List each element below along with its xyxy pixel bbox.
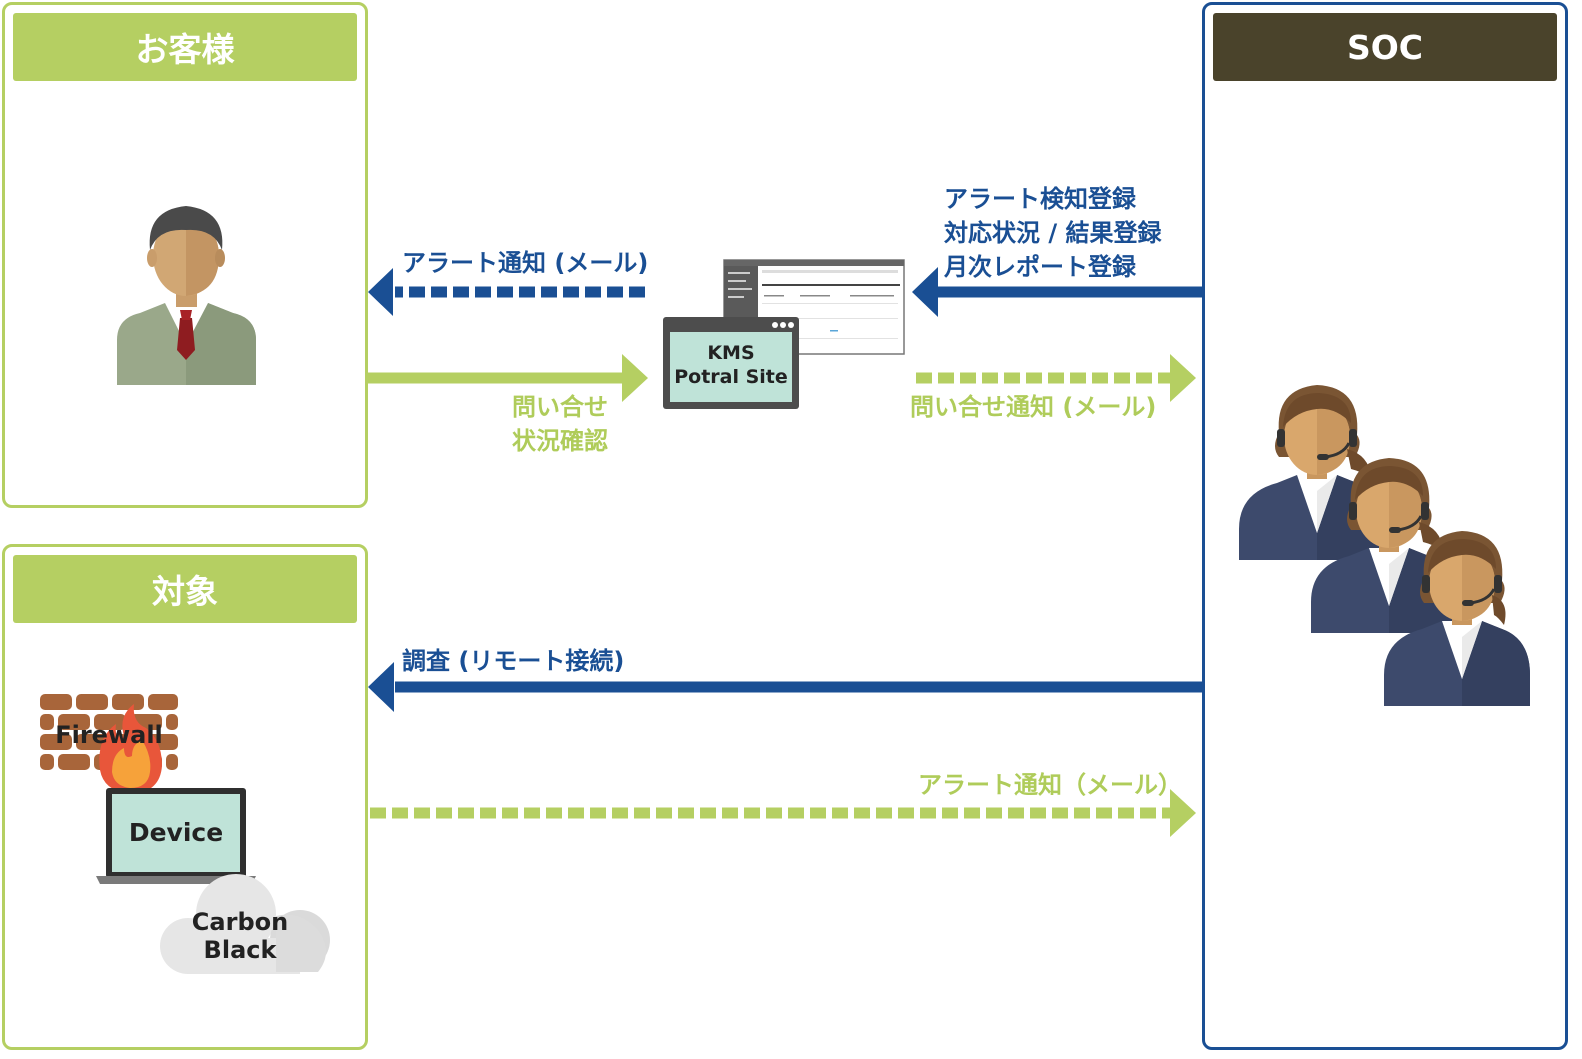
inquiry-label: 問い合せ 状況確認 xyxy=(496,390,624,458)
cloud-label-line1: Carbon xyxy=(191,908,289,936)
inquiry-arrow xyxy=(368,354,648,402)
soc-register-arrow xyxy=(912,267,1202,317)
soc-register-label-line3: 月次レポート登録 xyxy=(944,253,1136,281)
target-panel-title: 対象 xyxy=(13,555,357,623)
alert-notify-arrow xyxy=(368,268,645,316)
portal-monitor xyxy=(663,317,799,409)
customer-panel: お客様 xyxy=(2,2,368,508)
cloud-label: Carbon Black xyxy=(176,908,304,964)
alert-notify-label: アラート通知 (メール) xyxy=(402,249,649,277)
customer-person-icon xyxy=(117,206,256,385)
cloud-icon xyxy=(160,874,330,974)
soc-register-label-line1: アラート検知登録 xyxy=(944,185,1136,213)
alert-notify-arrow-2 xyxy=(370,789,1196,837)
laptop-icon xyxy=(96,788,256,884)
inquiry-notify-label: 問い合せ通知 (メール) xyxy=(910,393,1157,421)
soc-register-label: アラート検知登録 対応状況 / 結果登録 月次レポート登録 xyxy=(944,182,1161,284)
portal-label: KMS Potral Site xyxy=(670,341,792,389)
investigation-label: 調査 (リモート接続) xyxy=(402,647,625,675)
investigation-arrow xyxy=(368,662,1202,712)
cloud-label-line2: Black xyxy=(203,936,277,964)
device-label: Device xyxy=(128,818,224,847)
fire-icon xyxy=(99,704,162,794)
customer-panel-title: お客様 xyxy=(13,13,357,81)
alert-notify-label-2: アラート通知（メール） xyxy=(918,771,1182,799)
soc-panel-title: SOC xyxy=(1213,13,1557,81)
portal-label-line1: KMS xyxy=(707,342,755,364)
firewall-label: Firewall xyxy=(55,721,163,749)
portal-label-line2: Potral Site xyxy=(674,366,788,388)
inquiry-label-line1: 問い合せ xyxy=(512,393,608,421)
inquiry-notify-arrow xyxy=(916,354,1196,402)
inquiry-label-line2: 状況確認 xyxy=(512,427,608,455)
operator-icon-3 xyxy=(1384,531,1530,706)
soc-register-label-line2: 対応状況 / 結果登録 xyxy=(944,219,1162,247)
